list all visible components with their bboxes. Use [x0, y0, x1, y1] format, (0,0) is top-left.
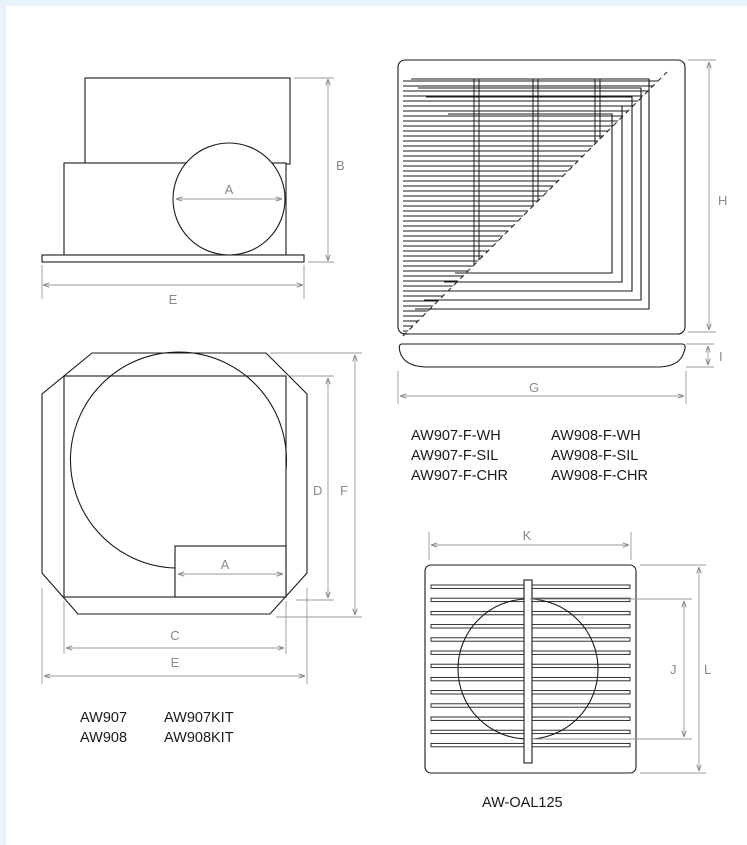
grille-inner-step-2	[418, 87, 642, 301]
grille-inner-step-1	[411, 78, 650, 310]
model-label: AW907-F-SIL	[411, 448, 499, 464]
dim-label-l: L	[704, 662, 711, 677]
fan-caption-col1: AW907 AW908	[80, 708, 127, 748]
grille-caption-right: AW908-F-WH AW908-F-SIL AW908-F-CHR	[551, 426, 648, 486]
dim-label-h: H	[718, 193, 727, 208]
model-label: AW907	[80, 710, 128, 726]
fan-impeller-arc	[69, 351, 287, 569]
fan-spigot-block	[174, 545, 287, 598]
model-label: AW908-F-CHR	[551, 468, 648, 484]
grille-inner-step-3	[426, 96, 633, 292]
dim-label-i: I	[719, 349, 723, 364]
louvre-center-bar	[523, 579, 533, 764]
dim-label-k: K	[523, 528, 532, 543]
dim-label-f: F	[340, 483, 348, 498]
grille-outer-frame	[397, 59, 686, 335]
fan-motor-housing	[84, 77, 291, 165]
dim-label-g: G	[529, 380, 539, 395]
louvre-front-view: K J L	[424, 528, 711, 774]
model-label: AW908KIT	[164, 730, 234, 746]
model-label: AW907KIT	[164, 710, 234, 726]
model-label: AW908-F-WH	[551, 428, 641, 444]
dim-label-j: J	[670, 662, 677, 677]
dim-label-d: D	[313, 483, 322, 498]
grille-caption-left: AW907-F-WH AW907-F-SIL AW907-F-CHR	[411, 426, 508, 486]
grille-inner-step-5	[448, 113, 613, 274]
model-label: AW908-F-SIL	[551, 448, 639, 464]
model-label: AW908	[80, 730, 128, 746]
dim-label-b: B	[336, 158, 345, 173]
fan-flange	[41, 254, 305, 263]
dim-label-c: C	[170, 628, 179, 643]
fan-side-view: A B E	[41, 77, 345, 307]
dim-label-a-side: A	[225, 182, 234, 197]
louvre-caption: AW-OAL125	[482, 793, 563, 813]
grille-side-profile	[398, 343, 686, 368]
model-label: AW907-F-CHR	[411, 468, 508, 484]
grille-front-view: H	[397, 59, 727, 337]
dim-label-a-top: A	[221, 557, 230, 572]
dim-label-e-side: E	[169, 292, 178, 307]
diagram-sheet: A B E A D F C E	[6, 6, 747, 845]
dim-label-e-top: E	[171, 655, 180, 670]
grille-side-view: I G	[397, 343, 723, 404]
model-label: AW-OAL125	[482, 795, 563, 811]
model-label: AW907-F-WH	[411, 428, 501, 444]
technical-drawing: A B E A D F C E	[41, 59, 727, 774]
fan-top-view: A D F C E	[41, 351, 362, 684]
fan-caption-col2: AW907KIT AW908KIT	[164, 708, 234, 748]
